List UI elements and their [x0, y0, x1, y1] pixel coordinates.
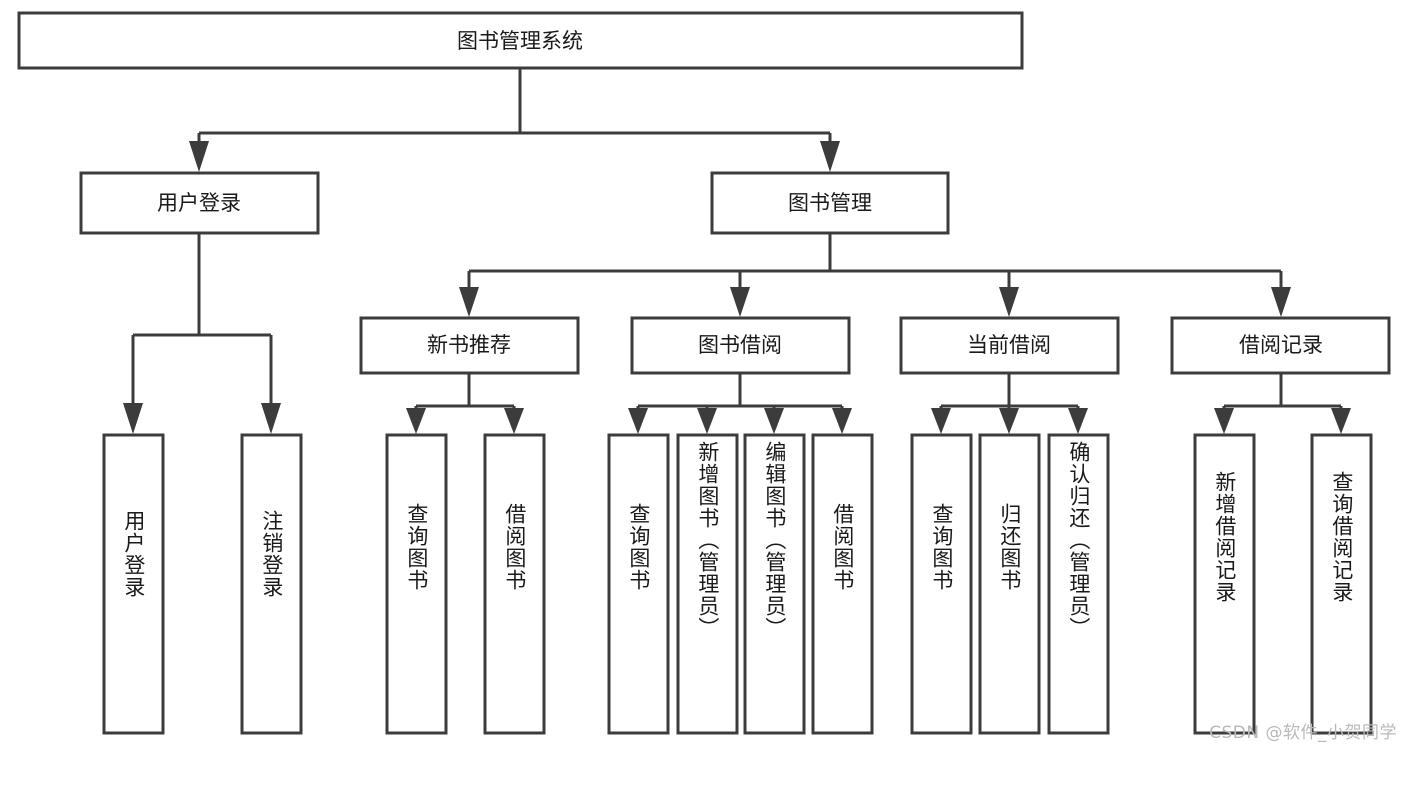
leaf-box-book-borrow-2[interactable] [743, 433, 806, 735]
arrow-to-newbook-leaf-2 [504, 408, 524, 434]
leaf-box-current-borrow-0[interactable] [910, 433, 973, 735]
arrow-to-user-login [189, 141, 209, 172]
arrow-to-currentborrow-leaf-3 [1068, 408, 1088, 434]
csdn-watermark: CSDN @软件_小贺同学 [1209, 723, 1397, 743]
leaf-box-book-borrow-1[interactable] [676, 433, 739, 735]
arrow-to-borrowrecord-leaf-2 [1331, 408, 1351, 434]
arrow-to-borrowrecord-leaf-1 [1214, 408, 1234, 434]
arrow-to-new-book [459, 287, 479, 317]
arrow-to-book-manage [820, 141, 840, 172]
leaf-box-book-borrow-0[interactable] [607, 433, 670, 735]
leaf-box-new-book-0[interactable] [385, 433, 448, 735]
arrow-to-bookborrow-leaf-1 [628, 408, 648, 434]
node-book-borrow-label: 图书借阅 [698, 333, 782, 357]
arrow-to-leaf-logout [261, 403, 281, 434]
node-current-borrow-box[interactable] [899, 316, 1120, 375]
leaf-box-user-login-1[interactable] [240, 433, 303, 735]
node-user-login-box[interactable] [79, 171, 320, 235]
leaf-box-book-borrow-3[interactable] [811, 433, 874, 735]
arrow-to-bookborrow-leaf-2 [697, 408, 717, 434]
nodes-group: 图书管理系统 用户登录 图书管理 新书推荐 图书借阅 当前借阅 借阅记录 [17, 11, 1391, 735]
leaf-box-current-borrow-1[interactable] [978, 433, 1041, 735]
leaf-box-borrow-record-0[interactable] [1193, 433, 1256, 735]
connectors-group [123, 68, 1351, 434]
node-root-label: 图书管理系统 [457, 29, 583, 53]
flowchart-canvas: 图书管理系统 用户登录 图书管理 新书推荐 图书借阅 当前借阅 借阅记录 [17, 11, 1397, 743]
arrow-to-bookborrow-leaf-4 [832, 408, 852, 434]
arrow-to-borrow-record [1271, 287, 1291, 317]
leaf-box-new-book-1[interactable] [483, 433, 546, 735]
arrow-to-currentborrow-leaf-2 [999, 408, 1019, 434]
leaf-box-current-borrow-2[interactable] [1047, 433, 1110, 735]
leaf-box-borrow-record-1[interactable] [1310, 433, 1373, 735]
flowchart-svg: 图书管理系统 用户登录 图书管理 新书推荐 图书借阅 当前借阅 借阅记录 [17, 11, 1391, 735]
arrow-to-newbook-leaf-1 [406, 408, 426, 434]
arrow-to-book-borrow [730, 287, 750, 317]
arrow-to-current-borrow [999, 287, 1019, 317]
node-book-manage-box[interactable] [710, 171, 950, 235]
leaf-box-user-login-0[interactable] [102, 433, 165, 735]
node-borrow-record-label: 借阅记录 [1239, 333, 1323, 357]
arrow-to-leaf-user-login [123, 403, 143, 434]
node-new-book-label: 新书推荐 [427, 333, 511, 357]
node-book-manage-label: 图书管理 [788, 191, 872, 215]
arrow-to-currentborrow-leaf-1 [931, 408, 951, 434]
node-root-box[interactable] [17, 11, 1024, 70]
node-borrow-record-box[interactable] [1170, 316, 1391, 375]
node-new-book-box[interactable] [359, 316, 580, 375]
node-user-login-label: 用户登录 [157, 191, 241, 215]
node-current-borrow-label: 当前借阅 [967, 333, 1051, 357]
node-book-borrow-box[interactable] [630, 316, 851, 375]
arrow-to-bookborrow-leaf-3 [764, 408, 784, 434]
